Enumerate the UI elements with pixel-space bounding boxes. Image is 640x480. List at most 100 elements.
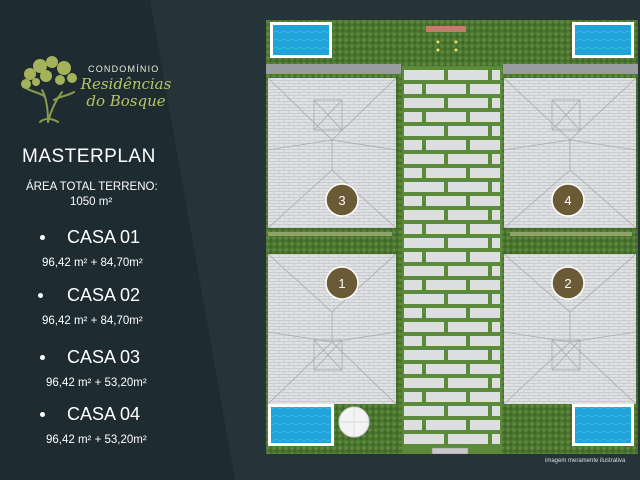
paver-tile [492, 434, 500, 444]
paver-tile [492, 126, 500, 136]
paver-tile [404, 378, 444, 388]
hedge [268, 228, 396, 254]
paver-tile [448, 210, 488, 220]
logo: CONDOMÍNIO Residências do Bosque [18, 52, 171, 132]
site-plan: 3 4 1 2 [266, 20, 638, 454]
paver-tile [404, 168, 422, 178]
hedge-edge [510, 232, 632, 236]
paver-tile [448, 70, 488, 80]
paver-tile [448, 406, 488, 416]
house-area: 96,42 m² + 84,70m² [42, 257, 143, 269]
paver-tile [470, 140, 500, 150]
umbrella-lines [339, 407, 369, 437]
house-area: 96,42 m² + 53,20m² [46, 434, 147, 446]
paver-tile [492, 294, 500, 304]
paver-tile [492, 98, 500, 108]
paver-tile [404, 84, 422, 94]
house-name: CASA 04 [67, 404, 141, 424]
paver-tile [404, 364, 422, 374]
path-strip [503, 64, 638, 74]
paver-tile [404, 350, 444, 360]
paver-tile [426, 84, 466, 94]
paver-tile [470, 252, 500, 262]
tree-logo-icon [21, 56, 77, 123]
paver-tile [492, 322, 500, 332]
paver-tile [426, 392, 466, 402]
paver-tile [404, 140, 422, 150]
paver-tile [404, 434, 444, 444]
paver-tile [404, 98, 444, 108]
paver-tile [426, 140, 466, 150]
paver-tile [470, 84, 500, 94]
paver-tile [404, 196, 422, 206]
path-strip [266, 64, 401, 74]
paver-tile [404, 280, 422, 290]
brand-name: Residências do Bosque [78, 76, 174, 110]
bullet-icon [40, 355, 45, 360]
disclaimer-caption: imagem meramente ilustrativa [545, 458, 626, 464]
paver-tile [426, 336, 466, 346]
paver-tile [404, 210, 444, 220]
pool-top-left [273, 25, 329, 55]
gate-icon [426, 26, 466, 32]
paver-tile [404, 406, 444, 416]
lot-number-2: 2 [564, 276, 571, 291]
paver-tile [426, 112, 466, 122]
paver-tile [404, 308, 422, 318]
paver-tile [470, 168, 500, 178]
roof-lines [267, 77, 637, 405]
paver-tile [426, 252, 466, 262]
hedge-edge [268, 232, 392, 236]
gate-bottom [431, 447, 469, 454]
paver-tile [404, 420, 422, 430]
house-area: 96,42 m² + 53,20m² [46, 377, 147, 389]
paver-tile [448, 126, 488, 136]
lot-badge-4: 4 [551, 183, 585, 217]
paver-tile [448, 182, 488, 192]
pool-bottom-left [271, 407, 331, 443]
paver-tile [492, 70, 500, 80]
paver-tile [426, 308, 466, 318]
paver-tile [404, 336, 422, 346]
hedge [504, 228, 636, 254]
lot-badge-3: 3 [325, 183, 359, 217]
house-area: 96,42 m² + 84,70m² [42, 315, 143, 327]
lot-badge-2: 2 [551, 266, 585, 300]
paver-tile [448, 238, 488, 248]
paver-tile [448, 350, 488, 360]
paver-tile [404, 294, 444, 304]
pool-top-right [575, 25, 631, 55]
paver-tile [426, 280, 466, 290]
paver-tile [470, 420, 500, 430]
driveway-pavers [404, 70, 500, 444]
total-area-label: ÁREA TOTAL TERRENO: [26, 181, 158, 193]
lot-badge-1: 1 [325, 266, 359, 300]
paver-tile [470, 224, 500, 234]
paver-tile [492, 182, 500, 192]
lot-number-1: 1 [338, 276, 345, 291]
lot-number-3: 3 [338, 193, 345, 208]
paver-tile [404, 252, 422, 262]
brand-prefix: CONDOMÍNIO [88, 64, 160, 74]
paver-tile [404, 70, 444, 80]
paver-tile [492, 238, 500, 248]
house-name: CASA 03 [67, 347, 141, 367]
paver-tile [470, 196, 500, 206]
brand-name-line-2: do Bosque [86, 92, 166, 110]
house-name: CASA 01 [67, 227, 141, 247]
paver-tile [448, 98, 488, 108]
paver-tile [470, 392, 500, 402]
paver-tile [448, 266, 488, 276]
paver-tile [492, 154, 500, 164]
lot-number-4: 4 [564, 193, 571, 208]
paver-tile [448, 434, 488, 444]
paver-tile [426, 224, 466, 234]
paver-tile [448, 378, 488, 388]
paver-tile [470, 112, 500, 122]
garden-lights [436, 40, 458, 52]
paver-tile [492, 266, 500, 276]
paver-tile [492, 350, 500, 360]
paver-tile [404, 154, 444, 164]
paver-tile [448, 322, 488, 332]
page-title: MASTERPLAN [22, 146, 156, 167]
